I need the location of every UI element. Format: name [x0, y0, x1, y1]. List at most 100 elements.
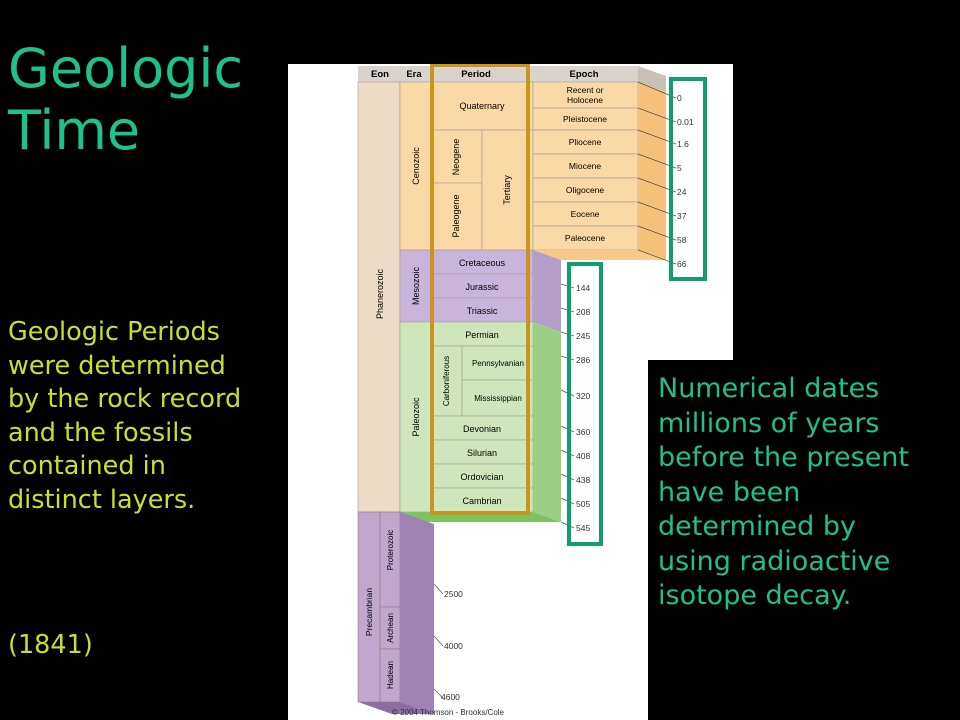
left-description: Geologic Periods were determined by the … [8, 316, 298, 517]
date-label: 58 [677, 235, 687, 245]
left-line: contained in [8, 451, 166, 481]
right-line: millions of years [658, 407, 880, 439]
eocene-label: Eocene [571, 209, 600, 219]
right-line: Numerical dates [658, 373, 880, 404]
period-cambrian [431, 487, 534, 513]
period-highlight-box [430, 64, 530, 515]
right-description: Numerical dates millions of years before… [658, 372, 958, 614]
silurian-label: Silurian [467, 448, 497, 458]
header-eon: Eon [371, 69, 389, 80]
chart-header [358, 66, 638, 82]
holocene-label-1: Recent or [567, 85, 604, 95]
left-line: distinct layers. [8, 484, 196, 515]
precambrian-side-face [400, 512, 434, 714]
date-label: 505 [576, 499, 590, 509]
paleogene-label: Paleogene [451, 194, 461, 237]
title-line-2: Time [8, 99, 141, 162]
title-line-1: Geologic [8, 37, 244, 100]
carboniferous-label: Carboniferous [442, 356, 451, 406]
period-pennsylvanian [461, 345, 534, 381]
date-label: 208 [576, 307, 590, 317]
ordovician-label: Ordovician [460, 472, 503, 482]
header-era: Era [406, 69, 422, 80]
precambrian-date-ticks [433, 583, 444, 699]
period-devonian [431, 415, 534, 441]
tertiary-label: Tertiary [502, 175, 512, 205]
right-line: determined by [658, 511, 856, 542]
quaternary-label: Quaternary [459, 101, 505, 111]
precambrian-bottom-face [358, 702, 434, 714]
triassic-label: Triassic [467, 306, 498, 316]
phanerozoic-label: Phanerozoic [375, 268, 385, 319]
date-label: 545 [576, 523, 590, 533]
text-panel-background [648, 360, 960, 720]
period-permian [431, 321, 534, 347]
cretaceous-label: Cretaceous [459, 258, 506, 268]
pennsylvanian-label: Pennsylvanian [472, 359, 524, 368]
date-label: 144 [576, 283, 590, 293]
paleozoic-side-face [533, 322, 561, 522]
header-side [638, 66, 666, 92]
left-line: Geologic Periods [8, 317, 220, 347]
cenozoic-dates-highlight-box [669, 77, 707, 281]
date-label: 4600 [441, 692, 460, 702]
right-line: before the present [658, 442, 910, 473]
paleocene-label: Paleocene [565, 233, 605, 243]
neogene-label: Neogene [451, 139, 461, 176]
epoch-eocene [532, 201, 639, 227]
mesozoic-label: Mesozoic [411, 266, 421, 305]
period-jurassic [431, 273, 534, 299]
date-label: 37 [677, 211, 687, 221]
date-label: 1.6 [677, 139, 689, 149]
hadean-label: Hadean [386, 661, 395, 689]
date-label: 66 [677, 259, 687, 269]
epoch-paleocene [532, 225, 639, 251]
pliocene-label: Pliocene [569, 137, 602, 147]
date-label: 360 [576, 427, 590, 437]
proterozoic-label: Proterozoic [386, 530, 395, 570]
paleozoic-dates-highlight-box [567, 262, 603, 546]
period-ordovician [431, 463, 534, 489]
right-line: have been [658, 476, 801, 508]
right-line: using radioactive [658, 545, 891, 577]
oligocene-label: Oligocene [566, 185, 605, 195]
epoch-holocene [532, 81, 639, 109]
header-period: Period [461, 69, 491, 80]
date-label: 245 [576, 331, 590, 341]
header-epoch: Epoch [569, 69, 598, 80]
period-triassic [431, 297, 534, 323]
paleozoic-label: Paleozoic [411, 397, 421, 437]
copyright-label: © 2004 Thomson - Brooks/Cole [392, 708, 505, 717]
cenozoic-bottom-face [533, 250, 666, 260]
date-label: 2500 [444, 589, 463, 599]
permian-label: Permian [465, 330, 499, 340]
cambrian-label: Cambrian [462, 496, 501, 506]
date-label: 320 [576, 391, 590, 401]
date-label: 4000 [444, 641, 463, 651]
mississippian-label: Mississippian [474, 394, 522, 403]
right-line: isotope decay. [658, 580, 852, 611]
date-label: 24 [677, 187, 687, 197]
date-label: 286 [576, 355, 590, 365]
holocene-label-2: Holocene [567, 95, 603, 105]
jurassic-label: Jurassic [465, 282, 499, 292]
archean-label: Archean [386, 613, 395, 643]
page-title: Geologic Time [8, 38, 243, 162]
epoch-oligocene [532, 177, 639, 203]
epoch-pliocene [532, 129, 639, 155]
period-carboniferous [431, 345, 463, 417]
precambrian-label: Precambrian [364, 588, 374, 636]
date-label: 0.01 [677, 117, 694, 127]
period-paleogene [431, 182, 483, 251]
period-silurian [431, 439, 534, 465]
era-cenozoic [399, 81, 433, 251]
left-line: and the fossils [8, 417, 193, 448]
date-label: 438 [576, 475, 590, 485]
mesozoic-side-face [533, 250, 561, 332]
miocene-label: Miocene [569, 161, 601, 171]
period-cretaceous [431, 249, 534, 275]
date-label: 408 [576, 451, 590, 461]
cenozoic-label: Cenozoic [411, 147, 421, 185]
year-label: (1841) [8, 630, 93, 660]
period-mississippian [461, 379, 534, 417]
